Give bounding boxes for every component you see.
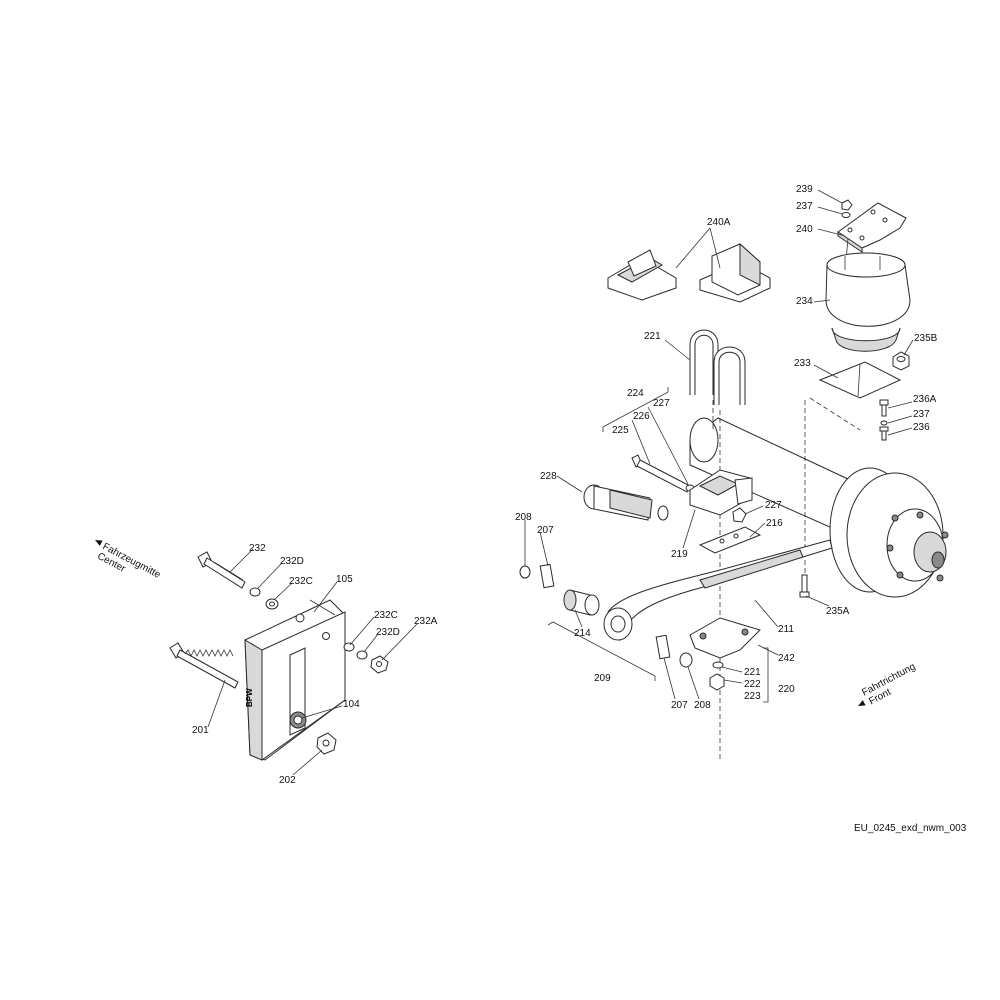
- plate-216: [698, 526, 762, 554]
- label-201: 201: [192, 725, 209, 736]
- label-228: 228: [540, 471, 557, 482]
- label-225: 225: [612, 425, 629, 436]
- air-spring-234: [825, 252, 911, 352]
- bolt-236: [879, 426, 889, 441]
- hanger-bracket-105: BPW: [244, 599, 346, 761]
- label-240: 240: [796, 224, 813, 235]
- washer-232C-b: [343, 642, 355, 652]
- axle-beam: [689, 417, 851, 529]
- bracket-240A-right: [699, 242, 771, 303]
- washer-208: [519, 565, 531, 579]
- washer-208-b: [679, 652, 693, 668]
- label-227-b: 227: [765, 500, 782, 511]
- label-216: 216: [766, 518, 783, 529]
- bolt-235A: [799, 574, 810, 598]
- nut-227: [732, 507, 747, 523]
- label-234: 234: [796, 296, 813, 307]
- nut-239: [841, 199, 853, 211]
- bolt-236A: [879, 399, 889, 417]
- label-237-b: 237: [913, 409, 930, 420]
- brake-drum-hub: [829, 467, 949, 598]
- label-223: 223: [744, 691, 761, 702]
- label-105: 105: [336, 574, 353, 585]
- bolt-232: [197, 551, 246, 589]
- label-232C: 232C: [289, 576, 313, 587]
- drawing-reference: EU_0245_exd_nwm_003: [854, 823, 967, 834]
- label-207: 207: [537, 525, 554, 536]
- label-232D: 232D: [280, 556, 304, 567]
- nut-223: [709, 673, 725, 691]
- bolt-225: [631, 454, 691, 493]
- shock-absorber-228: [583, 484, 669, 521]
- axle-suspension-assembly: 239 237 240 240A 234 235B 233 221 224 22…: [515, 184, 949, 760]
- label-233: 233: [794, 358, 811, 369]
- hanger-bracket-assembly: Fahrzeugmitte Center BPW: [95, 540, 438, 786]
- label-214: 214: [574, 628, 591, 639]
- bolt-201: [169, 642, 239, 689]
- front-direction-arrow: Fahrtrichtung Front: [858, 661, 917, 707]
- washer-232D: [249, 587, 261, 597]
- label-208: 208: [515, 512, 532, 523]
- leaf-spring-211: [603, 539, 833, 642]
- clamp-plate-242: [689, 617, 761, 659]
- label-232: 232: [249, 543, 266, 554]
- label-207-b: 207: [671, 700, 688, 711]
- label-104: 104: [343, 699, 360, 710]
- label-221: 221: [644, 331, 661, 342]
- label-232D-b: 232D: [376, 627, 400, 638]
- label-242: 242: [778, 653, 795, 664]
- label-211: 211: [778, 624, 794, 635]
- label-237: 237: [796, 201, 813, 212]
- label-236: 236: [913, 422, 930, 433]
- bracket-brand-text: BPW: [245, 688, 254, 707]
- label-232C-b: 232C: [374, 610, 398, 621]
- label-236A: 236A: [913, 394, 937, 405]
- label-222: 222: [744, 679, 761, 690]
- label-227: 227: [653, 398, 670, 409]
- plate-207: [539, 563, 555, 589]
- label-209: 209: [594, 673, 611, 684]
- label-224: 224: [627, 388, 644, 399]
- plate-207-b: [655, 634, 671, 660]
- piston-plate-233: [818, 361, 902, 399]
- label-235A: 235A: [826, 606, 850, 617]
- bushing-214: [563, 589, 600, 616]
- washer-237-b: [880, 420, 888, 426]
- washer-237: [841, 212, 851, 218]
- label-219: 219: [671, 549, 688, 560]
- label-220: 220: [778, 684, 795, 695]
- top-plate-240: [837, 202, 907, 263]
- washer-222: [712, 661, 724, 669]
- washer-232D-b: [356, 650, 368, 660]
- label-226: 226: [633, 411, 650, 422]
- label-240A: 240A: [707, 217, 731, 228]
- label-239: 239: [796, 184, 813, 195]
- label-235B: 235B: [914, 333, 938, 344]
- u-bolts-221: [689, 329, 746, 405]
- label-221-b: 221: [744, 667, 761, 678]
- shock-bracket: [689, 469, 753, 516]
- label-202: 202: [279, 775, 296, 786]
- label-232A: 232A: [414, 616, 438, 627]
- bracket-240A-left: [607, 249, 677, 301]
- label-208-b: 208: [694, 700, 711, 711]
- center-direction-arrow: Fahrzeugmitte Center: [95, 540, 163, 581]
